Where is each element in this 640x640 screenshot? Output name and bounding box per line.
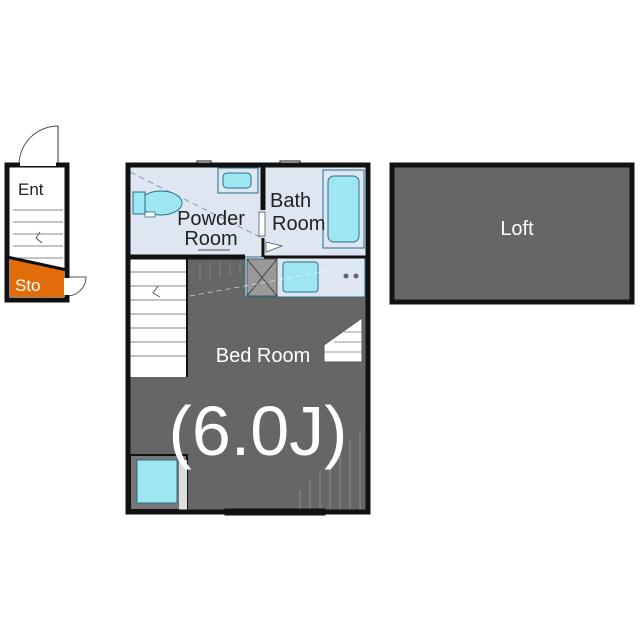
bed-room-stair-treads (130, 271, 187, 357)
loft-floor (389, 162, 635, 305)
toilet-tank (132, 191, 146, 215)
entrance-label: Ent (18, 180, 44, 199)
bed-room-stairs (130, 259, 187, 377)
powder-room-label-line1: Powder (177, 208, 245, 230)
powder-room-label-line2: Room (184, 228, 237, 250)
bath-room: Bath Room (270, 169, 365, 249)
loft-label: Loft (500, 218, 534, 240)
bath-room-label-line1: Bath (270, 190, 311, 212)
storage-door-swing (66, 276, 87, 297)
small-stairs (323, 317, 363, 363)
bed-room-storage-fixture (136, 459, 178, 504)
ceiling-hatching (199, 262, 241, 282)
main-unit-walls (125, 162, 371, 515)
bathtub-basin (327, 175, 360, 243)
bed-room-label: Bed Room (216, 345, 311, 367)
stairs-arrow-icon (35, 231, 43, 244)
loft-unit: Loft (389, 162, 635, 305)
bed-room-size-label: (6.0J) (169, 392, 348, 470)
powder-sink-basin (222, 172, 252, 189)
toilet-icon (139, 190, 183, 216)
entrance-unit: Ent Sto (4, 125, 87, 303)
main-unit: Powder Room Bath Room (125, 160, 371, 516)
kitchen-sink (282, 261, 319, 293)
bed-room-stairs-arrow-icon (152, 285, 161, 298)
powder-room: Powder Room (129, 167, 263, 250)
stove-burner-icon (343, 273, 349, 279)
door-threshold-icon (265, 241, 284, 253)
bath-room-label-line2: Room (272, 213, 325, 235)
storage-label: Sto (15, 276, 41, 295)
entrance-door-swing (18, 125, 59, 166)
storage-area (10, 259, 64, 297)
floor-hatching (299, 430, 361, 510)
stove-burner-icon (353, 273, 359, 279)
entrance-stairs (13, 209, 63, 259)
